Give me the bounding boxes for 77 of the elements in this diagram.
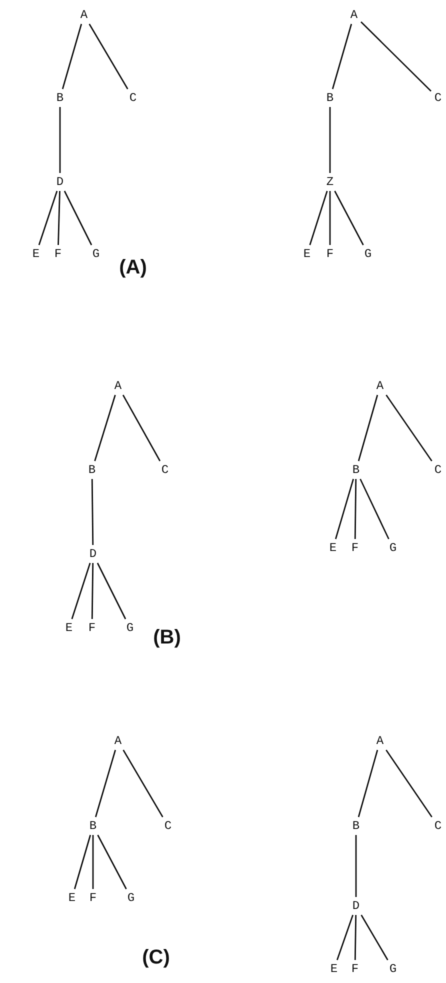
tree-node-letter: E: [30, 247, 42, 261]
tree-branch: [355, 835, 357, 897]
tree-node-letter: A: [374, 734, 386, 748]
tree-branch: [88, 24, 128, 90]
tree-node-letter: A: [78, 8, 90, 22]
tree-node-letter: C: [127, 91, 139, 105]
tree-branch: [358, 394, 378, 462]
tree-branch: [97, 834, 127, 890]
tree-branch: [360, 478, 390, 540]
tree-node-letter: D: [54, 175, 66, 189]
tree-node-letter: A: [374, 379, 386, 393]
tree-branch: [71, 562, 91, 620]
tree-node-letter: A: [112, 379, 124, 393]
tree-branch: [334, 478, 354, 540]
tree-branch: [94, 750, 116, 818]
tree-node-letter: F: [349, 962, 361, 976]
tree-node-letter: G: [90, 247, 102, 261]
tree-branch: [386, 394, 432, 462]
tree-branch: [329, 107, 331, 173]
tree-node-letter: A: [348, 8, 360, 22]
tree-node-letter: F: [324, 247, 336, 261]
tree-branch: [122, 750, 164, 818]
tree-node-letter: C: [432, 819, 444, 833]
tree-node-letter: E: [327, 541, 339, 555]
tree-node-letter: G: [125, 891, 137, 905]
panel-label: (B): [153, 626, 181, 650]
tree-branch: [58, 190, 60, 246]
tree-node-letter: E: [66, 891, 78, 905]
tree-branch: [334, 190, 364, 246]
tree-node-letter: E: [301, 247, 313, 261]
tree-branch: [332, 24, 352, 90]
tree-branch: [329, 191, 331, 245]
tree-branch: [354, 479, 357, 539]
tree-node-letter: F: [52, 247, 64, 261]
tree-node-letter: B: [54, 91, 66, 105]
tree-node-letter: D: [87, 547, 99, 561]
tree-node-letter: B: [350, 463, 362, 477]
tree-node-letter: G: [387, 962, 399, 976]
tree-node-letter: F: [87, 891, 99, 905]
tree-node-letter: C: [162, 819, 174, 833]
tree-branch: [92, 835, 94, 889]
tree-node-letter: D: [350, 899, 362, 913]
tree-branch: [91, 479, 94, 545]
tree-node-letter: C: [432, 463, 444, 477]
tree-branch: [360, 914, 388, 960]
tree-node-letter: G: [387, 541, 399, 555]
tree-branch: [62, 24, 82, 90]
tree-node-letter: B: [324, 91, 336, 105]
tree-node-letter: G: [124, 621, 136, 635]
tree-branch: [122, 394, 161, 462]
tree-node-letter: G: [362, 247, 374, 261]
tree-node-letter: B: [87, 819, 99, 833]
tree-branch: [360, 21, 432, 92]
tree-node-letter: C: [432, 91, 444, 105]
tree-node-letter: F: [349, 541, 361, 555]
tree-branch: [64, 190, 92, 246]
tree-branch: [94, 394, 116, 462]
tree-node-letter: F: [86, 621, 98, 635]
tree-node-letter: B: [350, 819, 362, 833]
tree-branch: [358, 750, 378, 818]
tree-node-letter: C: [159, 463, 171, 477]
tree-branch: [354, 915, 357, 960]
tree-branch: [38, 190, 58, 246]
tree-branch: [309, 190, 328, 246]
tree-node-letter: E: [328, 962, 340, 976]
panel-label: (A): [119, 256, 147, 280]
tree-branch: [336, 914, 354, 960]
tree-branch: [91, 563, 94, 619]
tree-node-letter: Z: [324, 175, 336, 189]
tree-node-letter: A: [112, 734, 124, 748]
tree-branch: [74, 834, 92, 890]
tree-branch: [96, 562, 126, 620]
tree-branch: [386, 750, 432, 818]
panel-label: (C): [142, 946, 170, 970]
tree-node-letter: E: [63, 621, 75, 635]
tree-node-letter: B: [86, 463, 98, 477]
tree-branch: [59, 107, 61, 173]
